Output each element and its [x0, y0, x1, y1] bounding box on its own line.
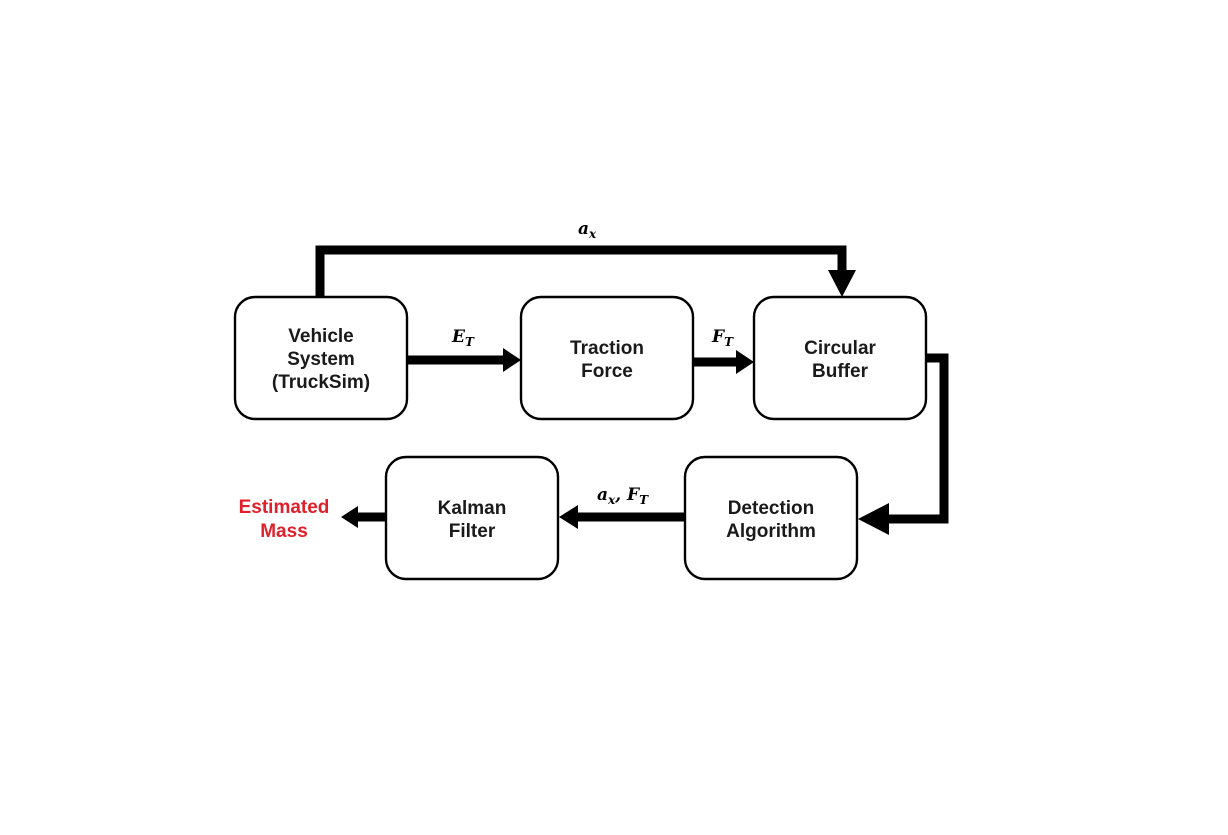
signal-label-ax-feedback: ax: [578, 219, 597, 241]
output-estimated-mass: Estimated Mass: [239, 497, 330, 542]
node-detection-line-2: Algorithm: [726, 521, 816, 542]
node-vehicle-line-3: (TruckSim): [272, 372, 370, 393]
output-arrowhead: [341, 506, 358, 528]
node-vehicle-line-2: System: [287, 349, 355, 370]
node-buffer-line-2: Buffer: [812, 361, 869, 382]
ft-arrowhead: [736, 350, 754, 374]
node-vehicle-line-1: Vehicle: [288, 326, 354, 347]
signal-ft-sub: T: [724, 335, 734, 349]
signal-ft-main: F: [711, 327, 726, 347]
node-kalman-line-2: Filter: [449, 521, 496, 542]
node-traction-line-1: Traction: [570, 338, 644, 359]
et-arrowhead: [503, 348, 521, 372]
node-kalman-line-1: Kalman: [438, 498, 507, 519]
signal-et-main: E: [451, 327, 466, 347]
signal-axft-sub2: T: [639, 493, 649, 507]
ax-feedback-connector: [315, 245, 847, 297]
signal-axft-sub1: x: [607, 493, 616, 507]
node-detection-line-1: Detection: [728, 498, 815, 519]
buffer-to-detection-arrowhead: [858, 503, 889, 535]
node-detection-algorithm: Detection Algorithm: [683, 455, 859, 581]
node-vehicle-system: Vehicle System (TruckSim): [233, 295, 409, 421]
signal-axft-main2: F: [626, 485, 641, 505]
node-traction-line-2: Force: [581, 361, 633, 382]
signal-ax-main: a: [578, 219, 589, 239]
node-kalman-filter: Kalman Filter: [384, 455, 560, 581]
output-line-2: Mass: [260, 521, 308, 542]
output-line-1: Estimated: [239, 497, 330, 518]
node-traction-force: Traction Force: [519, 295, 695, 421]
signal-axft-sep: ,: [614, 485, 627, 505]
signal-ax-sub: x: [588, 227, 597, 241]
signal-et-sub: T: [465, 335, 475, 349]
node-buffer-line-1: Circular: [804, 338, 876, 359]
signal-label-ax-ft: ax, FT: [597, 485, 649, 507]
signal-axft-main1: a: [597, 485, 608, 505]
buffer-to-detection-connector: [886, 353, 949, 524]
ax-feedback-arrowhead: [828, 270, 856, 297]
signal-label-et: ET: [451, 327, 475, 349]
node-circular-buffer: Circular Buffer: [752, 295, 928, 421]
signal-label-ft: FT: [711, 327, 734, 349]
detection-to-kalman-arrowhead: [559, 505, 578, 529]
